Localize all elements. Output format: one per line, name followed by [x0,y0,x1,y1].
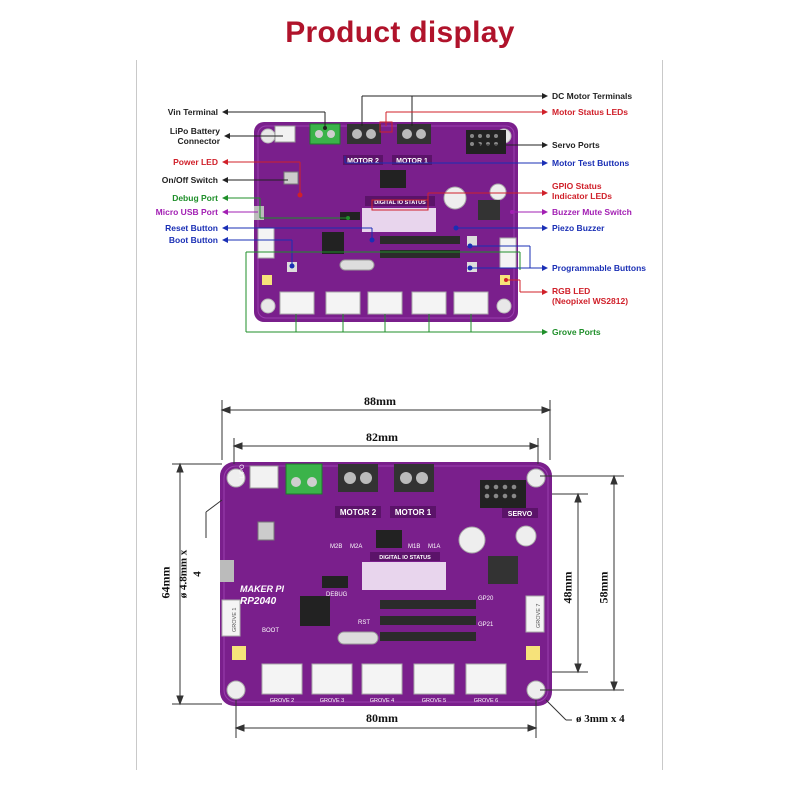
callout-buzzer-mute-switch: Buzzer Mute Switch [552,207,632,217]
grove-label-4: GROVE 4 [370,698,394,704]
board-top-motor1: MOTOR 1 [396,158,428,165]
board-bottom-digital-io: DIGITAL IO STATUS [379,555,431,561]
board-bottom-m1b: M1B [408,544,420,550]
page-title: Product display [285,16,515,49]
board-bottom-lipo: LIPO [240,464,246,478]
callout-programmable-buttons: Programmable Buttons [552,263,646,273]
callout-servo-ports: Servo Ports [552,140,600,150]
board-bottom-grove7: GROVE 7 [536,604,542,628]
board-bottom-m2a: M2A [350,544,362,550]
dim-height-outer: 64mm [158,566,173,599]
callout-vin-terminal: Vin Terminal [167,107,218,117]
board-bottom-m2b: M2B [330,544,342,550]
grove-label-2: GROVE 2 [270,698,294,704]
board-bottom-boot: BOOT [262,628,279,634]
callout-motor-test-buttons: Motor Test Buttons [552,158,630,168]
callout-motor-status-leds: Motor Status LEDs [552,107,629,117]
dim-mount-hole-right: ø 3mm x 4 [576,713,625,725]
callout-rgb-led: RGB LED (Neopixel WS2812) [552,286,629,306]
dim-height-inner: 58mm [596,571,611,604]
board-bottom-motor1: MOTOR 1 [395,508,432,517]
board-bottom-m1a: M1A [428,544,440,550]
callout-debug-port: Debug Port [172,193,218,203]
callout-gpio-status-leds: GPIO Status Indicator LEDs [552,181,612,201]
board-bottom-motor2: MOTOR 2 [340,508,377,517]
annotated-board-diagram: MOTOR 2 MOTOR 1 DIGITAL IO STATUS [222,93,548,335]
board-bottom-rst: RST [358,620,370,626]
board-bottom-maker-pi: MAKER PI [240,584,285,594]
callout-micro-usb-port: Micro USB Port [155,207,218,217]
callout-dc-motor-terminals: DC Motor Terminals [552,91,633,101]
grove-label-5: GROVE 5 [422,698,446,704]
dim-height-holes: 48mm [560,571,575,604]
board-bottom-gp21: GP21 [478,622,494,628]
board-bottom-servo: SERVO [508,511,533,518]
frame-line-right [662,60,663,770]
grove-label-6: GROVE 6 [474,698,498,704]
callout-lipo-connector: LiPo Battery Connector [169,126,220,146]
callout-grove-ports: Grove Ports [552,327,601,337]
frame-line-left [136,60,137,770]
callout-reset-button: Reset Button [165,223,218,233]
board-bottom-grove1: GROVE 1 [232,608,238,632]
callout-piezo-buzzer: Piezo Buzzer [552,223,605,233]
board-bottom-rp2040: RP2040 [240,596,277,607]
dim-mount-hole-left: ø 4.8mm x 4 [177,549,204,599]
dim-width-outer: 88mm [364,394,396,408]
callout-boot-button: Boot Button [168,235,218,245]
board-bottom-debug: DEBUG [326,592,348,598]
board-top-digital-io: DIGITAL IO STATUS [374,200,426,206]
dimension-board-diagram: LIPO SERVO MOTOR 2 MOTOR 1 M2B M2A M1B M… [172,400,624,738]
callout-power-led: Power LED [173,157,218,167]
callout-on-off-switch: On/Off Switch [161,175,218,185]
board-top-motor2: MOTOR 2 [347,158,379,165]
grove-label-3: GROVE 3 [320,698,344,704]
board-bottom-gp20: GP20 [478,596,494,602]
dim-width-holes: 80mm [366,711,398,725]
dim-width-inner: 82mm [366,430,398,444]
